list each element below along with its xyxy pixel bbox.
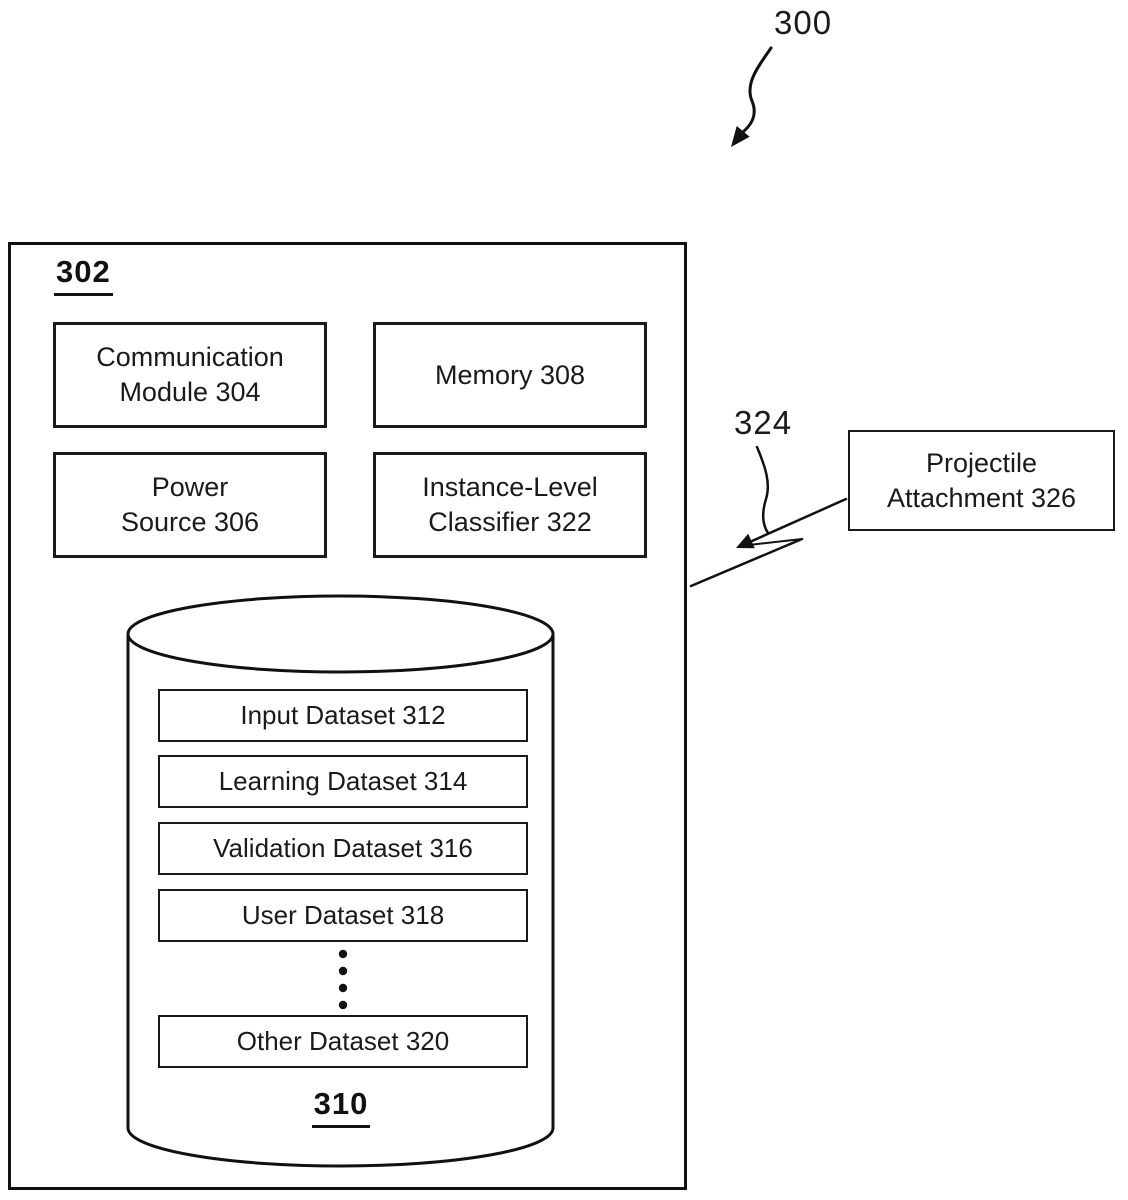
power-source-box: Power Source 306: [53, 452, 327, 558]
device-box-label: 302: [54, 254, 113, 296]
dataset-box-other: Other Dataset 320: [158, 1015, 528, 1068]
figure-ref-arrow-icon: [731, 46, 773, 147]
dataset-box-validation: Validation Dataset 316: [158, 822, 528, 875]
power-source-label-line1: Power: [151, 472, 229, 502]
projectile-attachment-label-line2: Attachment 326: [886, 482, 1077, 513]
communication-module-label-line2: Module 304: [119, 377, 261, 407]
power-source-label-line2: Source 306: [120, 507, 260, 537]
memory-box: Memory 308: [373, 322, 647, 428]
wireless-ref-leader-line: [755, 445, 770, 535]
instance-level-classifier-label-line2: Classifier 322: [428, 507, 592, 537]
instance-level-classifier-box: Instance-Level Classifier 322: [373, 452, 647, 558]
device-box-302: [8, 242, 687, 1190]
memory-label: Memory 308: [434, 359, 586, 390]
dataset-box-user: User Dataset 318: [158, 889, 528, 942]
datastore-ref: 310: [311, 1086, 371, 1128]
dataset-box-input: Input Dataset 312: [158, 689, 528, 742]
instance-level-classifier-label-line1: Instance-Level: [422, 472, 598, 502]
figure-ref-label: 300: [774, 4, 833, 41]
datastore-label: 310: [158, 1086, 524, 1128]
lightning-bolt-icon: [689, 497, 848, 588]
dataset-box-learning: Learning Dataset 314: [158, 755, 528, 808]
communication-module-box: Communication Module 304: [53, 322, 327, 428]
communication-module-label-line1: Communication: [96, 342, 284, 372]
projectile-attachment-box: Projectile Attachment 326: [848, 430, 1115, 531]
wireless-link-ref-label: 324: [734, 404, 793, 441]
device-box-ref: 302: [54, 254, 113, 296]
projectile-attachment-label-line1: Projectile: [925, 447, 1038, 478]
vertical-ellipsis-icon: [338, 949, 348, 1010]
